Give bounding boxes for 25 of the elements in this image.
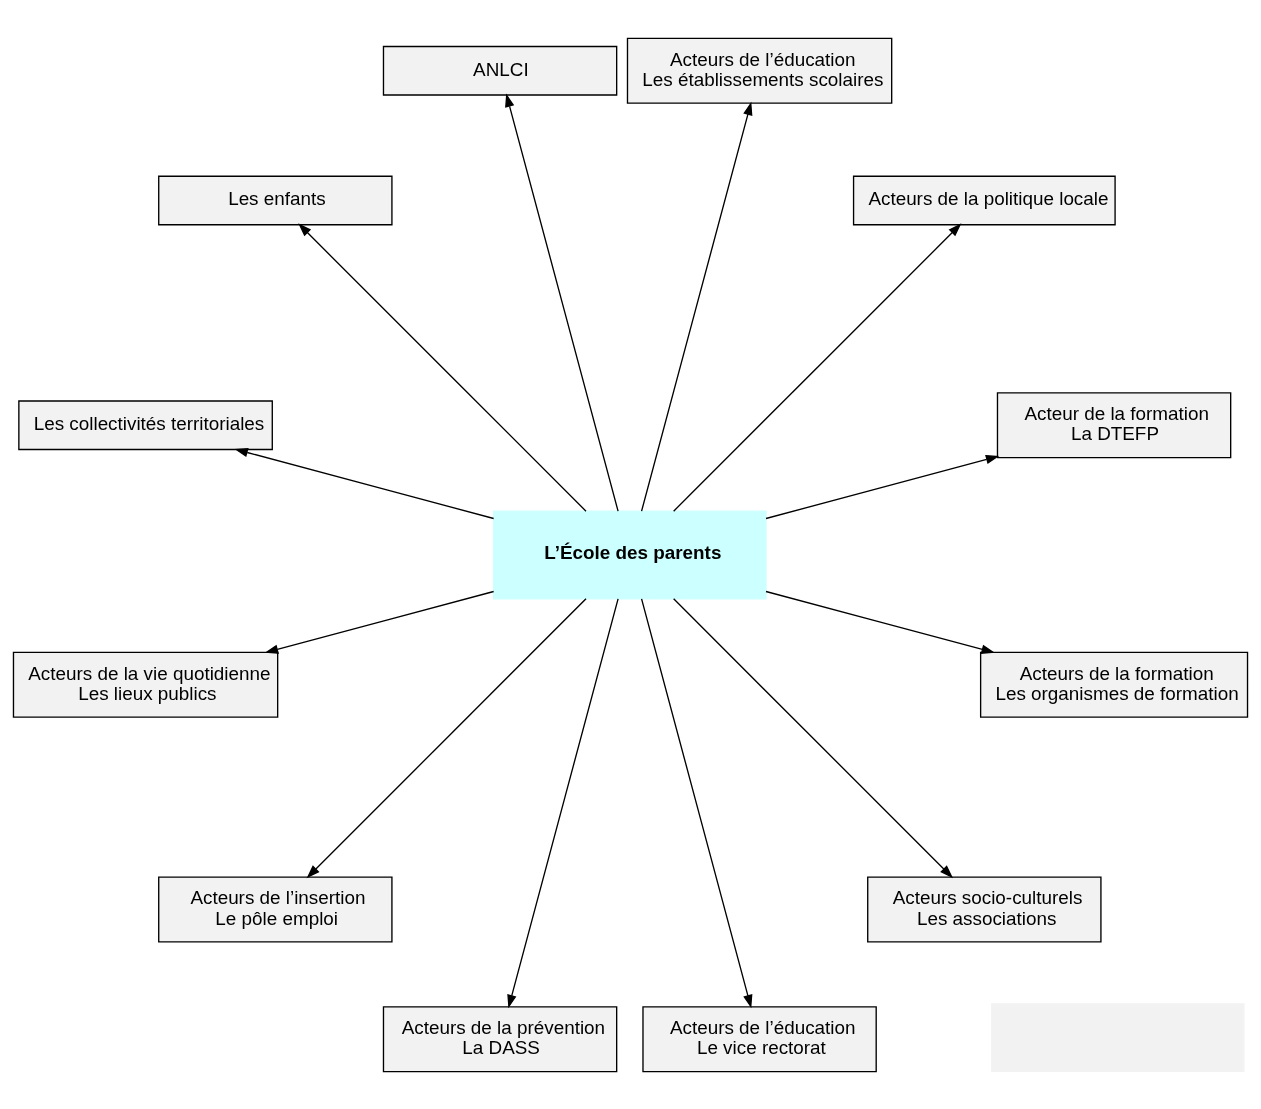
node-box: Acteurs de la prévention La DASS	[382, 1005, 618, 1072]
node-box: Acteurs de l’insertion Le pôle emploi	[158, 875, 393, 943]
node-box: Acteurs socio-culturels Les associations	[867, 875, 1102, 943]
node-box: Acteur de la formation La DTEFP	[996, 391, 1232, 458]
arrow	[507, 597, 619, 1008]
arrow	[640, 597, 753, 1008]
node-box: Acteurs de la politique locale	[852, 175, 1116, 225]
node-box: Acteurs de l’éducation Les établissements scolaires	[626, 37, 893, 104]
node-box: Les collectivités territoriales	[18, 399, 273, 450]
arrow	[765, 590, 995, 654]
node-box: L’École des parents	[493, 510, 767, 599]
arrow	[298, 222, 587, 512]
arrow	[673, 597, 954, 878]
arrow	[264, 590, 495, 654]
node-box: Les enfants	[158, 175, 393, 225]
node-box: Acteurs de l’éducation Le vice rectorat	[642, 1005, 877, 1072]
arrow	[505, 92, 619, 512]
arrow	[640, 101, 753, 512]
arrow	[673, 222, 962, 512]
node-box: Acteurs de la vie quotidienne Les lieux publics	[12, 651, 279, 718]
arrow	[306, 597, 587, 878]
arrow	[234, 447, 495, 519]
node-box: Acteurs de la formation Les organismes de formation	[979, 651, 1249, 718]
arrow	[765, 454, 1000, 519]
node-box: ANLCI	[382, 45, 618, 96]
